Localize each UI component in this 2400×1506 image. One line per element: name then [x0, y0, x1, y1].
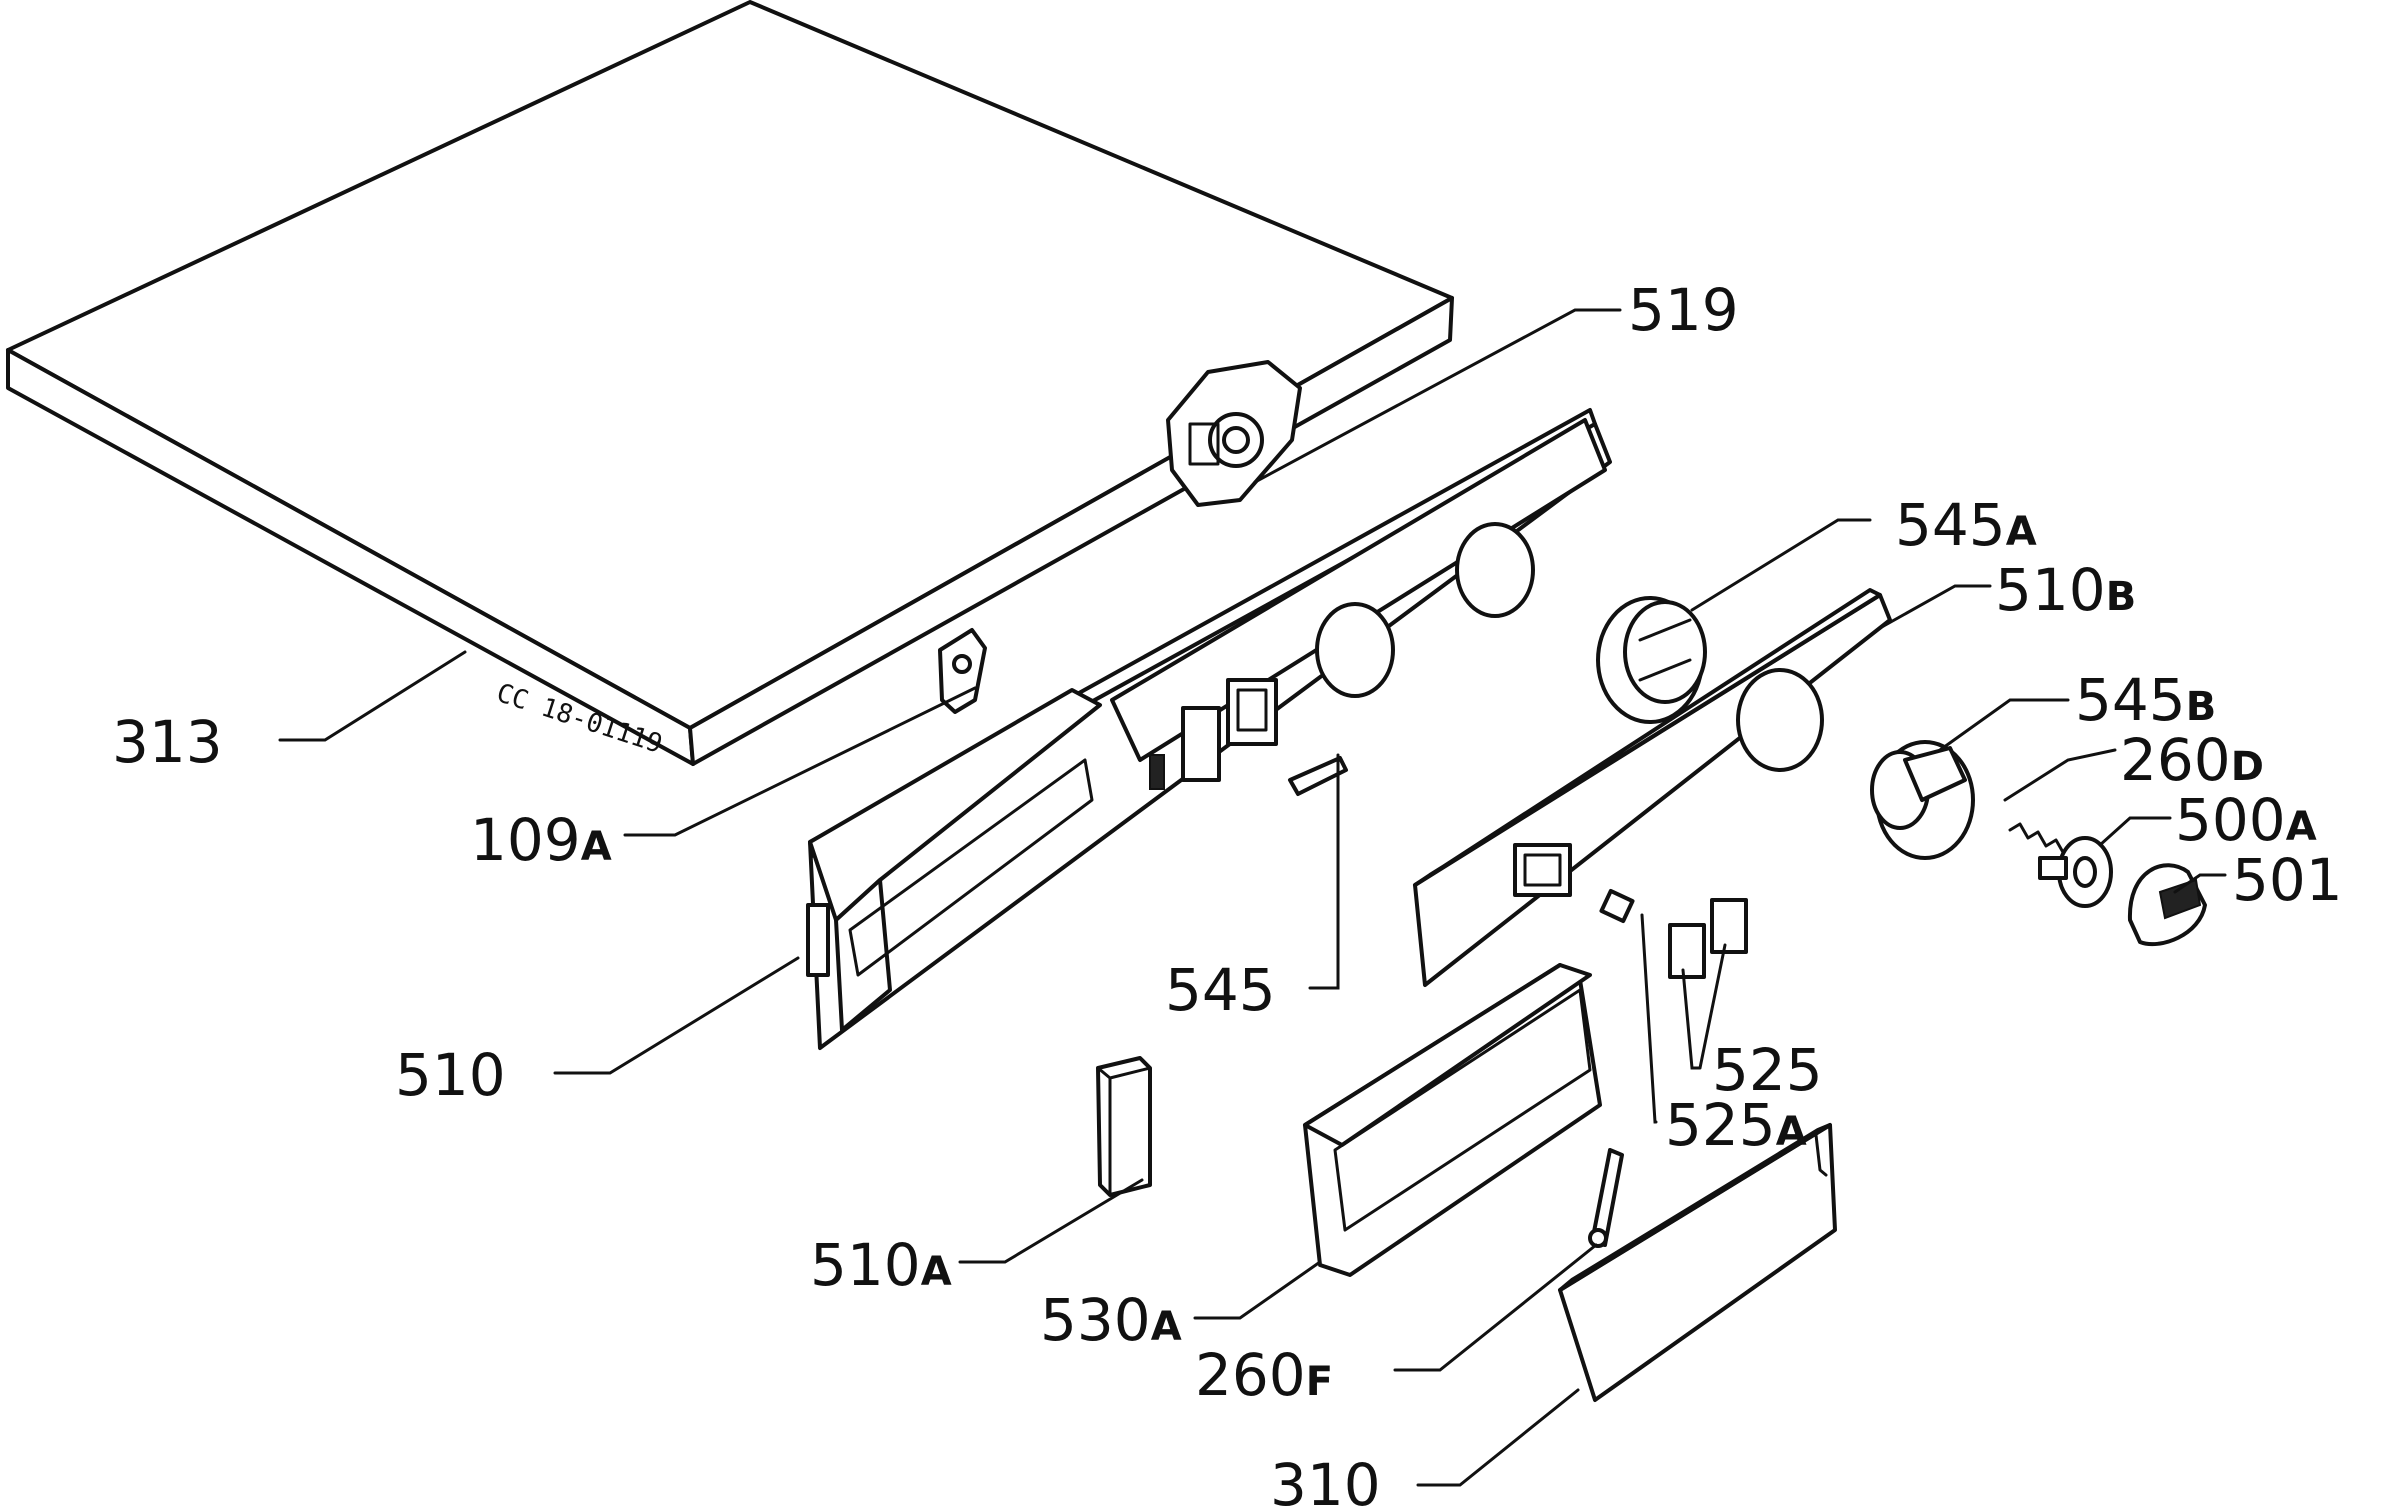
callout-510: 510 [395, 1041, 506, 1109]
callout-525: 525 [1712, 1036, 1823, 1104]
leader-109a [623, 686, 977, 837]
leader-519 [1253, 308, 1622, 484]
leader-510a [958, 1178, 1144, 1264]
part-109a-latch [938, 628, 987, 714]
callout-310: 310 [1270, 1451, 1381, 1506]
callout-510b: 510B [1995, 556, 2136, 624]
part-519-mount-plate [1166, 360, 1302, 507]
callout-545b: 545B [2075, 666, 2216, 734]
callout-313: 313 [112, 708, 223, 776]
part-530a-drawer [1303, 963, 1602, 1277]
part-500a-washer [2038, 836, 2113, 908]
callout-109a: 109A [470, 806, 612, 874]
part-501-cap [2127, 863, 2207, 947]
leader-260d [2003, 748, 2117, 802]
callout-510a: 510A [810, 1231, 952, 1299]
callout-545: 545 [1165, 956, 1276, 1024]
callout-525a: 525A [1665, 1091, 1807, 1159]
leader-545a [1690, 518, 1872, 612]
callout-501: 501 [2232, 846, 2343, 914]
part-510a-bracket [1096, 1056, 1152, 1197]
part-510b-fascia [1413, 588, 1892, 987]
leader-260f [1393, 1243, 1598, 1372]
leader-545 [1308, 753, 1340, 990]
callout-530a: 530A [1040, 1286, 1182, 1354]
leader-510 [553, 956, 800, 1075]
part-310-door-panel [1558, 1123, 1837, 1402]
leader-530a [1193, 1260, 1322, 1320]
leader-525 [1681, 943, 1727, 1070]
part-545a-ring [1596, 596, 1707, 724]
leader-545b [1938, 698, 2070, 752]
callout-260d: 260D [2120, 726, 2264, 794]
leader-500a [2098, 816, 2172, 847]
callout-labels: 313 519 545A 510B 545B 260D 500A 501 109… [112, 276, 2343, 1506]
leader-313 [278, 650, 467, 742]
leader-525a [1640, 913, 1658, 1124]
part-260f-lever [1588, 1148, 1624, 1248]
leader-310 [1416, 1388, 1580, 1487]
part-545-rod [1288, 756, 1348, 796]
part-260d-spring [2008, 822, 2066, 856]
part-525-switches [1668, 898, 1748, 979]
part-545b-knob [1870, 740, 1975, 860]
leader-lines [278, 308, 2227, 1487]
part-510-control-panel [806, 408, 1612, 1050]
callout-260f: 260F [1195, 1341, 1333, 1409]
callout-545a: 545A [1895, 491, 2037, 559]
leader-501 [2173, 873, 2227, 894]
leader-510b [1878, 584, 1992, 630]
part-525a-connector [1599, 888, 1635, 924]
callout-500a: 500A [2175, 786, 2317, 854]
callout-519: 519 [1628, 276, 1739, 344]
